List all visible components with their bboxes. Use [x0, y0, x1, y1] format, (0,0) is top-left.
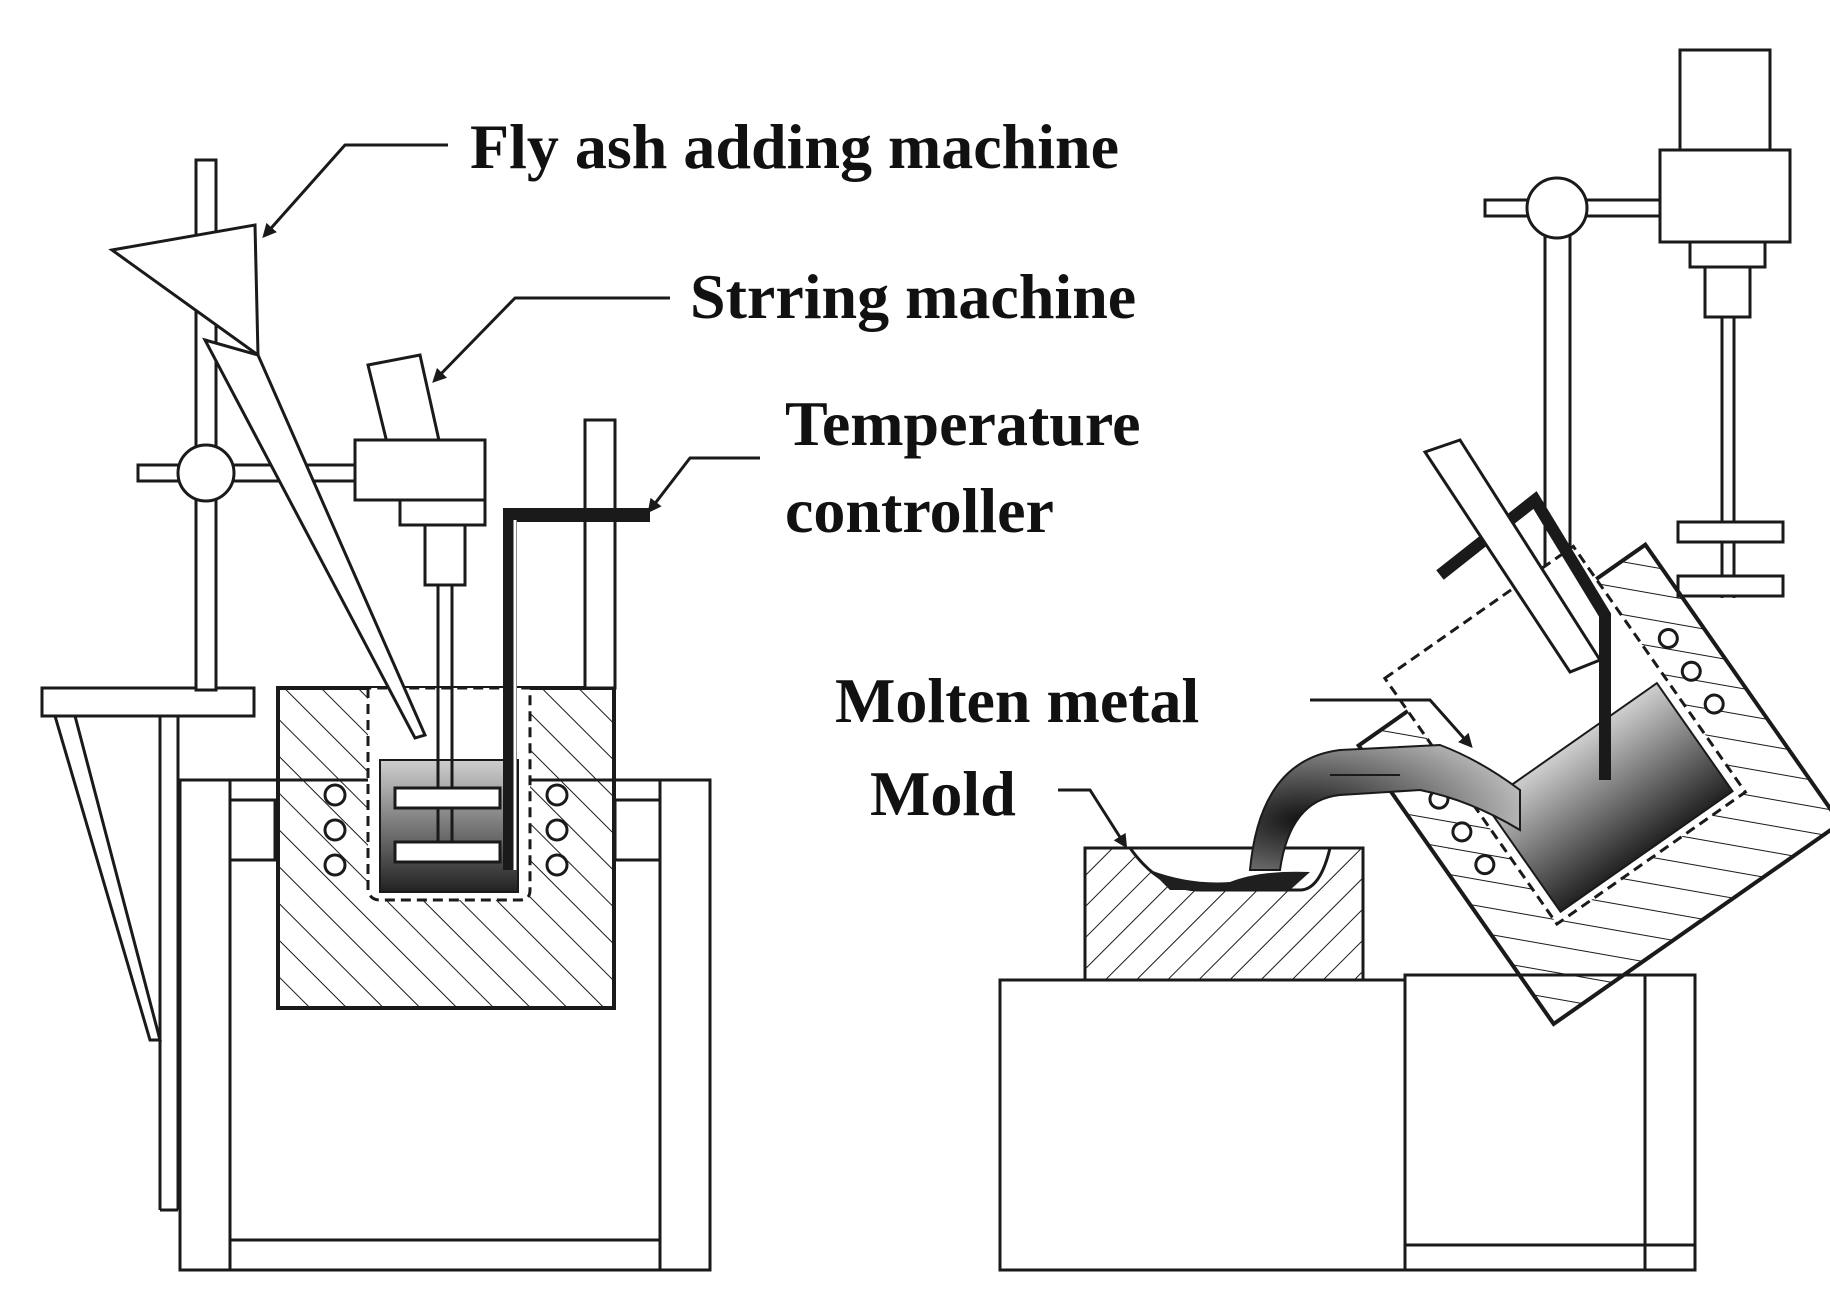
- stirring-label: Strring machine: [690, 261, 1136, 332]
- pour-stream: [1248, 743, 1521, 871]
- fly-ash-label: Fly ash adding machine: [470, 111, 1119, 182]
- molten-leader: [1310, 698, 1473, 748]
- molten-metal-label: Molten metal: [835, 665, 1199, 736]
- fly-ash-funnel: [108, 223, 428, 740]
- right-stirrer: [1658, 48, 1792, 598]
- stirring-leader: [432, 296, 670, 383]
- pour-base: [998, 973, 1697, 1272]
- stirrer: [353, 353, 502, 864]
- mold-leader: [1058, 788, 1128, 849]
- mold-label: Mold: [870, 758, 1016, 829]
- temperature-label-line2: controller: [785, 475, 1054, 546]
- right-apparatus: [998, 48, 1830, 1272]
- leader-lines: [262, 143, 1473, 849]
- tilted-crucible: [1355, 541, 1830, 1027]
- left-apparatus: [40, 158, 712, 1272]
- temperature-leader: [647, 456, 760, 514]
- temperature-label-line1: Temperature: [785, 388, 1141, 459]
- temperature-probe: [503, 508, 650, 870]
- labels: Fly ash adding machine Strring machine T…: [470, 111, 1199, 829]
- fly-ash-leader: [262, 143, 448, 238]
- side-bracket: [40, 686, 256, 1212]
- mold: [1083, 846, 1365, 982]
- right-temperature-probe: [1422, 438, 1611, 780]
